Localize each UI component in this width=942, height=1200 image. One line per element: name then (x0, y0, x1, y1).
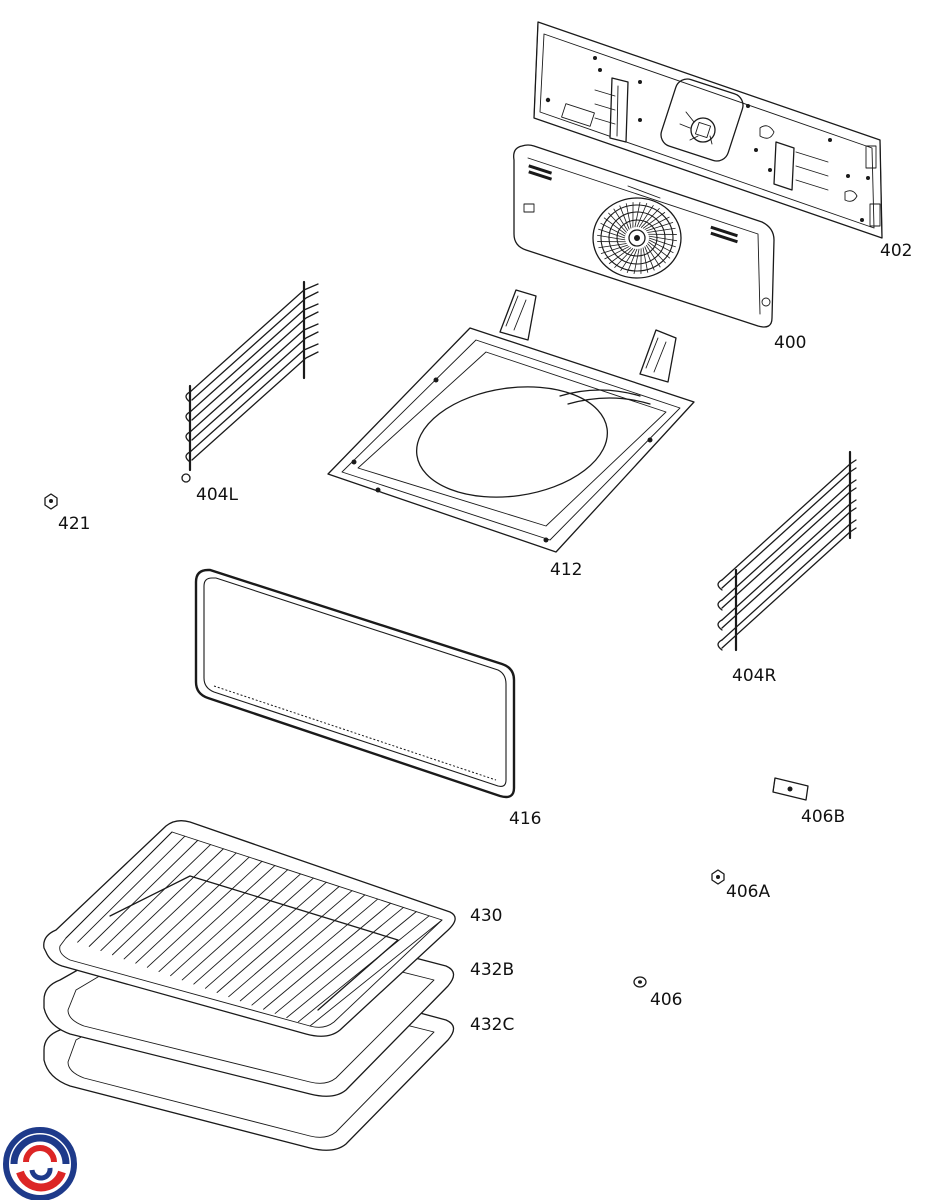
label-406A: 406A (726, 882, 770, 902)
heating-element-frame-412 (327, 289, 695, 553)
label-432B: 432B (470, 960, 514, 980)
rear-mounting-plate-402 (533, 21, 883, 239)
label-412: 412 (550, 560, 582, 580)
label-430: 430 (470, 906, 502, 926)
wire-shelf-430 (43, 820, 456, 1037)
label-400: 400 (774, 333, 806, 353)
label-406: 406 (650, 990, 682, 1010)
washer-406 (633, 976, 647, 988)
shelf-runner-right-404R (717, 450, 857, 652)
label-404R: 404R (732, 666, 776, 686)
label-432C: 432C (470, 1015, 514, 1035)
door-gasket-416 (194, 568, 516, 799)
fan-cover-400 (513, 144, 775, 328)
brand-logo (3, 1127, 77, 1200)
shelf-runner-left-404L (181, 280, 319, 483)
label-421: 421 (58, 514, 90, 534)
label-404L: 404L (196, 485, 238, 505)
nut-406A (711, 869, 725, 885)
nut-421 (44, 493, 58, 510)
label-416: 416 (509, 809, 541, 829)
label-406B: 406B (801, 807, 845, 827)
bracket-406B (772, 777, 809, 801)
label-402: 402 (880, 241, 912, 261)
